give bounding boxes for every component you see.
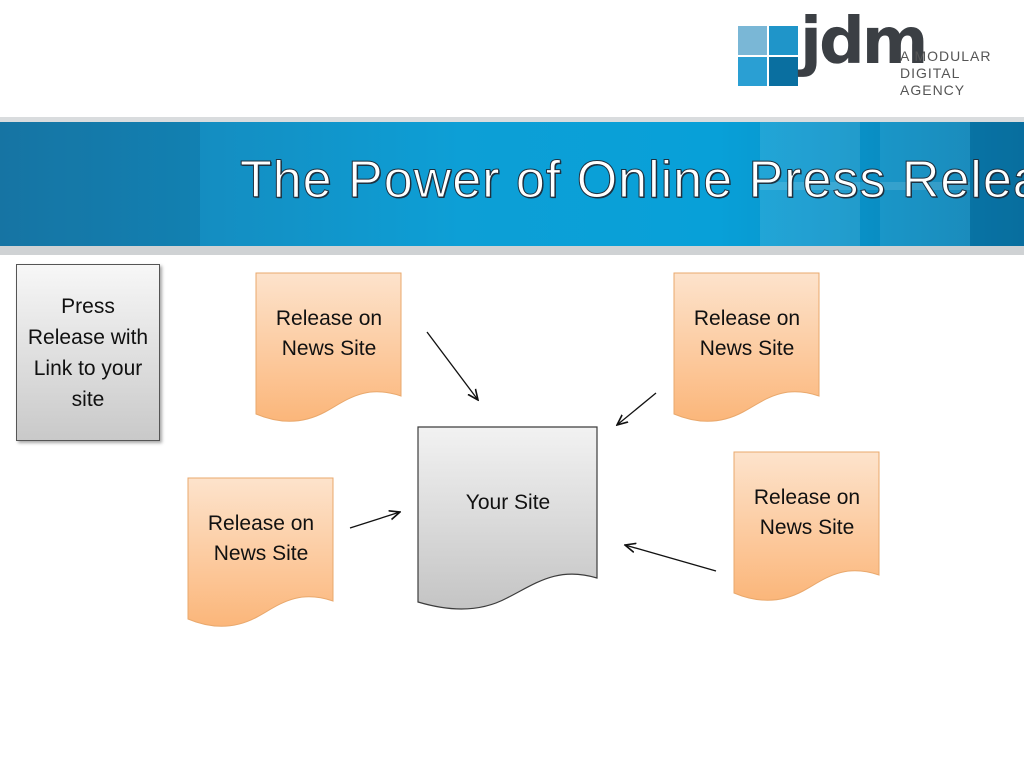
jdm-logo[interactable]: jdm A MODULAR DIGITAL AGENCY	[738, 10, 1018, 98]
news-site-label: Release on News Site	[753, 486, 861, 539]
press-release-box: Press Release with Link to your site	[16, 264, 160, 441]
banner-deco-block	[880, 122, 970, 246]
banner-deco-block	[970, 122, 1024, 246]
arrow-news-to-site	[349, 512, 400, 529]
logo-square-2	[769, 26, 798, 55]
arrow-news-to-site	[426, 331, 478, 400]
page-title: The Power of Online Press Releases	[240, 151, 1024, 210]
document-shape	[255, 272, 402, 422]
banner-deco-block	[760, 182, 970, 190]
banner-top-rule	[0, 117, 1024, 122]
logo-square-1	[738, 26, 767, 55]
logo-squares-mark	[738, 26, 800, 88]
banner-deco-block	[0, 122, 200, 246]
logo-square-4	[769, 57, 798, 86]
document-shape	[673, 272, 820, 422]
news-site-node: Release on News Site	[733, 451, 881, 605]
arrow-news-to-site	[625, 545, 717, 572]
banner-deco-block	[760, 122, 860, 246]
news-site-label: Release on News Site	[275, 307, 383, 360]
logo-tagline: A MODULAR DIGITAL AGENCY	[900, 48, 992, 98]
your-site-node: Your Site	[417, 426, 599, 616]
your-site-label: Your Site	[465, 491, 551, 514]
logo-square-3	[738, 57, 767, 86]
banner-bottom-rule	[0, 246, 1024, 255]
arrow-news-to-site	[617, 392, 657, 425]
news-site-node: Release on News Site	[673, 272, 821, 426]
title-banner: The Power of Online Press Releases	[0, 122, 1024, 246]
news-site-node: Release on News Site	[187, 477, 335, 631]
news-site-label: Release on News Site	[207, 512, 315, 565]
document-shape	[187, 477, 334, 627]
news-site-label: Release on News Site	[693, 307, 801, 360]
news-site-node: Release on News Site	[255, 272, 403, 426]
press-release-label: Press Release with Link to your site	[27, 294, 149, 411]
document-shape	[417, 426, 598, 610]
document-shape	[733, 451, 880, 601]
logo-wordmark: jdm	[800, 5, 928, 79]
